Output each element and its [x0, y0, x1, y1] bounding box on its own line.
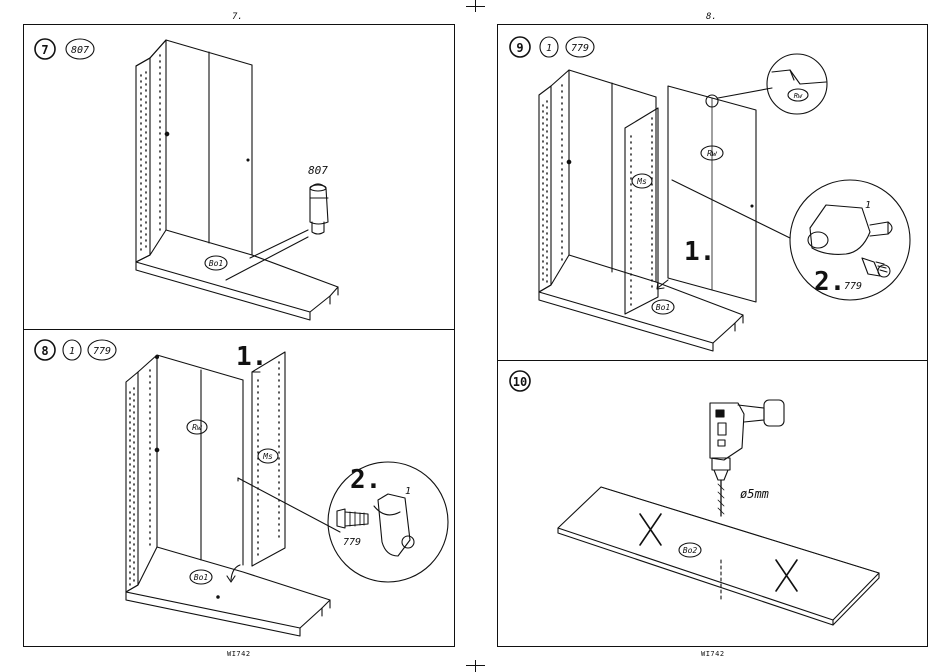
- step8-illustration: [35, 340, 448, 636]
- step9-substep-1: 1.: [684, 237, 715, 267]
- step9-screw-label: 779: [844, 281, 862, 292]
- step9-substep-2: 2.: [814, 267, 845, 297]
- step9-detail-label: Rw: [794, 92, 803, 100]
- step7-base-label: Bo1: [209, 259, 223, 268]
- step8-substep-1: 1.: [236, 342, 267, 372]
- step8-number: 8: [41, 344, 48, 358]
- step8-qty-badge: 1: [69, 346, 75, 357]
- step9-bracket-label: 1: [865, 200, 871, 211]
- step8-base-label: Bo1: [194, 573, 208, 582]
- step10-drill-size: ø5mm: [740, 487, 769, 501]
- step8-bracket-label: 1: [405, 486, 411, 497]
- step9-part-badge: 779: [571, 43, 589, 54]
- step9-qty-badge: 1: [546, 43, 552, 54]
- step8-screw-label: 779: [343, 537, 361, 548]
- step7-dowel-label: 807: [308, 164, 328, 177]
- step8-back-label: Rw: [192, 423, 203, 432]
- step9-mid-label: Ms: [636, 177, 647, 186]
- step7-number: 7: [41, 43, 48, 57]
- step9-base-label: Bo1: [656, 303, 670, 312]
- step8-mid-label: Ms: [262, 452, 273, 461]
- step10-illustration: [510, 371, 879, 625]
- step8-substep-2: 2.: [350, 465, 381, 495]
- step9-illustration: [510, 37, 910, 351]
- step8-part-badge: 779: [93, 346, 111, 357]
- step9-back-label: Rw: [707, 149, 718, 158]
- step7-part-badge: 807: [71, 45, 89, 56]
- step7-illustration: [35, 39, 338, 320]
- step9-number: 9: [516, 41, 523, 55]
- step10-panel-label: Bo2: [683, 546, 698, 555]
- step10-number: 10: [513, 375, 527, 389]
